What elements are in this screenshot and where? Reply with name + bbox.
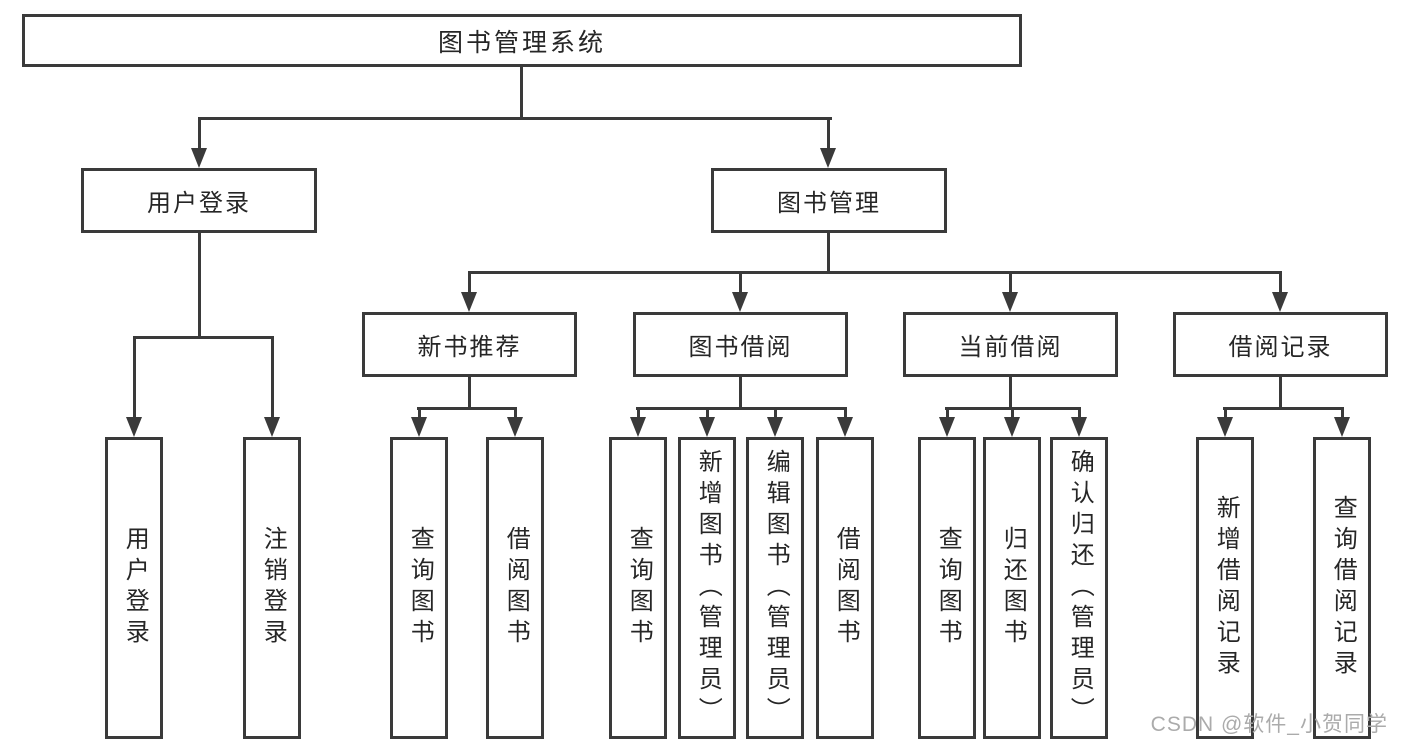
node-leaf-query-books-recommend: 查询图书 [390,437,448,739]
connector-line [198,117,832,120]
node-label: 用户登录 [121,526,149,650]
connector-line [514,407,517,419]
arrowhead-icon [1217,417,1233,437]
connector-line [468,271,471,295]
node-leaf-add-books-admin: 新增图书（管理员） [678,437,736,739]
connector-line [1011,407,1014,419]
node-leaf-query-borrow-record: 查询借阅记录 [1313,437,1371,739]
connector-line [271,336,274,420]
node-leaf-borrow-books: 借阅图书 [816,437,874,739]
connector-line [706,407,709,419]
node-leaf-edit-books-admin: 编辑图书（管理员） [746,437,804,739]
arrowhead-icon [699,417,715,437]
node-label: 借阅记录 [1228,334,1333,361]
connector-line [198,117,201,150]
arrowhead-icon [191,148,207,168]
node-label: 查询图书 [934,526,962,650]
connector-line [520,67,523,119]
node-book-management: 图书管理 [711,168,947,233]
arrowhead-icon [1334,417,1350,437]
connector-line [1224,407,1227,419]
node-leaf-logout: 注销登录 [243,437,301,739]
node-label: 注销登录 [259,526,287,650]
connector-line [946,407,949,419]
node-leaf-query-books: 查询图书 [609,437,667,739]
node-label: 编辑图书（管理员） [762,448,790,728]
node-label: 查询图书 [406,526,434,650]
node-label: 图书管理 [777,190,881,217]
node-label: 归还图书 [999,526,1027,650]
node-label: 新增借阅记录 [1212,495,1240,681]
connector-line [827,117,830,150]
node-leaf-return-books: 归还图书 [983,437,1041,739]
arrowhead-icon [411,417,427,437]
connector-line [1279,271,1282,295]
arrowhead-icon [264,417,280,437]
connector-line [198,233,201,339]
connector-line [827,233,830,274]
connector-line [468,377,471,409]
connector-line [1341,407,1344,419]
node-label: 借阅图书 [502,526,530,650]
csdn-watermark: CSDN @软件_小贺同学 [1150,713,1388,736]
connector-line [468,271,1282,274]
connector-line [739,271,742,295]
arrowhead-icon [1071,417,1087,437]
connector-line [133,336,136,420]
node-new-book-recommend: 新书推荐 [362,312,577,377]
node-borrowing-records: 借阅记录 [1173,312,1388,377]
connector-line [1223,407,1344,410]
node-library-system: 图书管理系统 [22,14,1022,67]
node-label: 当前借阅 [958,334,1063,361]
node-label: 用户登录 [147,190,251,217]
node-label: 新增图书（管理员） [694,448,722,728]
arrowhead-icon [461,292,477,312]
node-label: 查询借阅记录 [1329,495,1357,681]
node-book-borrowing: 图书借阅 [633,312,848,377]
node-leaf-confirm-return-admin: 确认归还（管理员） [1050,437,1108,739]
connector-line [418,407,421,419]
arrowhead-icon [939,417,955,437]
node-label: 图书管理系统 [437,28,606,57]
arrowhead-icon [126,417,142,437]
connector-line [636,407,847,410]
connector-line [1009,271,1012,295]
node-current-borrowing: 当前借阅 [903,312,1118,377]
arrowhead-icon [837,417,853,437]
node-label: 图书借阅 [688,334,793,361]
arrowhead-icon [767,417,783,437]
connector-line [1078,407,1081,419]
node-leaf-borrow-books-recommend: 借阅图书 [486,437,544,739]
node-label: 确认归还（管理员） [1066,448,1094,728]
arrowhead-icon [630,417,646,437]
connector-line [637,407,640,419]
node-label: 借阅图书 [832,526,860,650]
arrowhead-icon [507,417,523,437]
node-label: 新书推荐 [417,334,522,361]
connector-line [1009,377,1012,409]
arrowhead-icon [1272,292,1288,312]
node-leaf-user-login: 用户登录 [105,437,163,739]
node-label: 查询图书 [625,526,653,650]
arrowhead-icon [1004,417,1020,437]
arrowhead-icon [732,292,748,312]
connector-line [1279,377,1282,409]
node-leaf-add-borrow-record: 新增借阅记录 [1196,437,1254,739]
node-user-login: 用户登录 [81,168,317,233]
connector-line [774,407,777,419]
connector-line [739,377,742,409]
connector-line [844,407,847,419]
connector-line [417,407,517,410]
node-leaf-query-books-current: 查询图书 [918,437,976,739]
arrowhead-icon [820,148,836,168]
connector-line [133,336,274,339]
arrowhead-icon [1002,292,1018,312]
